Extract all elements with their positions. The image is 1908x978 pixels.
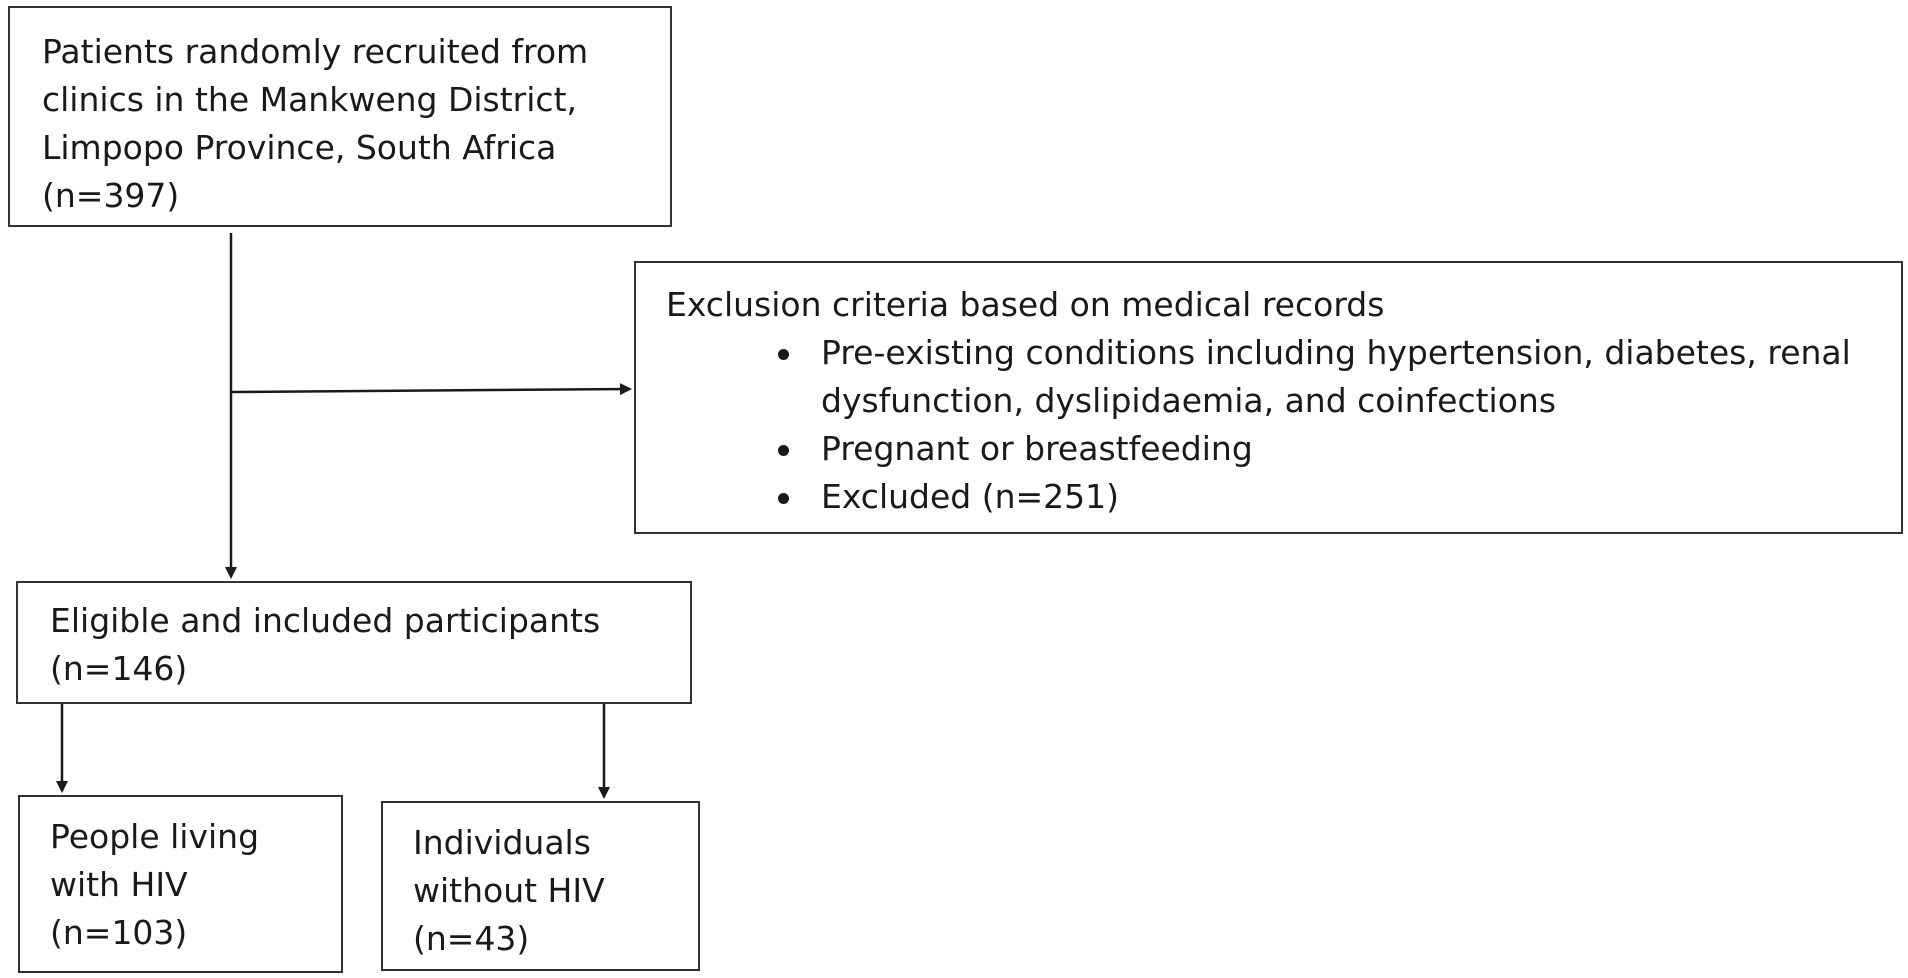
- nohiv-count: (n=43): [413, 919, 530, 958]
- recruited-count: (n=397): [42, 176, 180, 215]
- recruited-line: Limpopo Province, South Africa: [42, 128, 557, 167]
- eligible-line: Eligible and included participants: [50, 601, 601, 640]
- exclusion-title: Exclusion criteria based on medical reco…: [666, 285, 1385, 324]
- arrow-to-exclusion: [230, 383, 632, 396]
- exclusion-item-pregnant: Pregnant or breastfeeding: [666, 425, 1901, 473]
- exclusion-list: Pre-existing conditions including hypert…: [666, 329, 1901, 521]
- recruited-line: clinics in the Mankweng District,: [42, 80, 577, 119]
- exclusion-item-text: Pre-existing conditions including hypert…: [821, 333, 1851, 372]
- exclusion-item-text: dysfunction, dyslipidaemia, and coinfect…: [821, 381, 1557, 420]
- nohiv-line: without HIV: [413, 871, 605, 910]
- individuals-without-hiv-box: Individuals without HIV (n=43): [381, 801, 700, 971]
- recruited-line: Patients randomly recruited from: [42, 32, 589, 71]
- plhiv-line: People living: [50, 817, 260, 856]
- exclusion-criteria-box: Exclusion criteria based on medical reco…: [634, 261, 1903, 534]
- recruited-patients-box: Patients randomly recruited from clinics…: [8, 6, 672, 227]
- eligible-count: (n=146): [50, 649, 188, 688]
- exclusion-item-preexisting: Pre-existing conditions including hypert…: [666, 329, 1901, 425]
- plhiv-count: (n=103): [50, 913, 188, 952]
- exclusion-item-excluded-count: Excluded (n=251): [666, 473, 1901, 521]
- people-living-with-hiv-box: People living with HIV (n=103): [18, 795, 343, 973]
- plhiv-line: with HIV: [50, 865, 188, 904]
- exclusion-item-text: Pregnant or breastfeeding: [821, 429, 1253, 468]
- exclusion-item-text: Excluded (n=251): [821, 477, 1120, 516]
- nohiv-line: Individuals: [413, 823, 591, 862]
- eligible-participants-box: Eligible and included participants (n=14…: [16, 581, 692, 704]
